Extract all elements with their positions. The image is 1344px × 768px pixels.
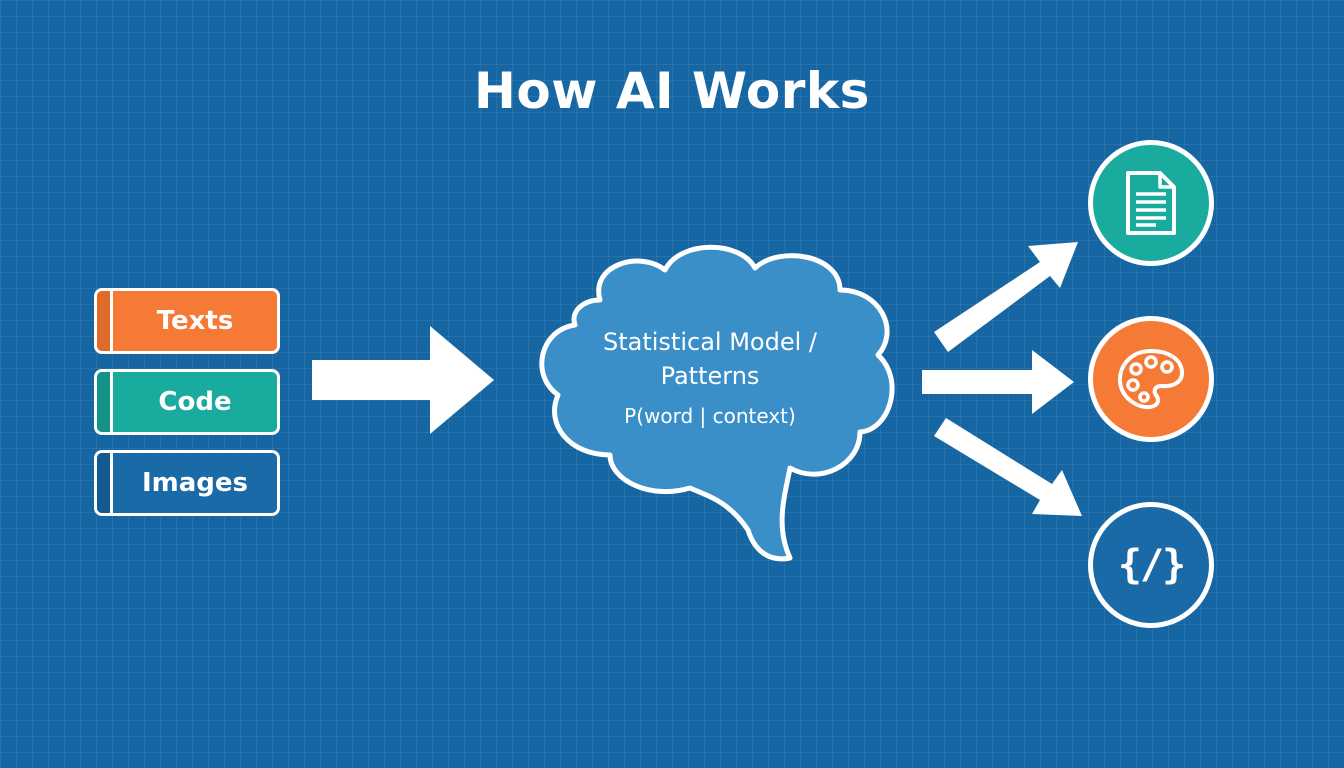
page-title: How AI Works	[474, 62, 870, 120]
input-card-label: Code	[158, 387, 232, 417]
input-arrow	[312, 326, 494, 434]
output-image	[1088, 316, 1214, 442]
input-card-spine	[97, 291, 113, 351]
output-arrow-down	[934, 418, 1082, 516]
input-card-label: Images	[141, 468, 249, 498]
output-code: {/}	[1088, 502, 1214, 628]
input-card-spine	[97, 372, 113, 432]
input-card-texts: Texts	[94, 288, 280, 354]
input-card-code: Code	[94, 369, 280, 435]
model-title: Statistical Model /	[603, 328, 817, 356]
document-icon	[1126, 171, 1176, 235]
input-card-label: Texts	[156, 306, 234, 336]
output-arrow-right	[922, 350, 1074, 414]
model-cloud	[539, 244, 895, 562]
input-card-images: Images	[94, 450, 280, 516]
output-arrow-up	[934, 242, 1078, 352]
output-document	[1088, 140, 1214, 266]
code-brackets-icon: {/}	[1117, 542, 1186, 588]
model-title-line2: Patterns	[660, 362, 760, 390]
input-card-spine	[97, 453, 113, 513]
palette-icon	[1117, 349, 1184, 410]
model-formula: P(word | context)	[624, 404, 796, 428]
